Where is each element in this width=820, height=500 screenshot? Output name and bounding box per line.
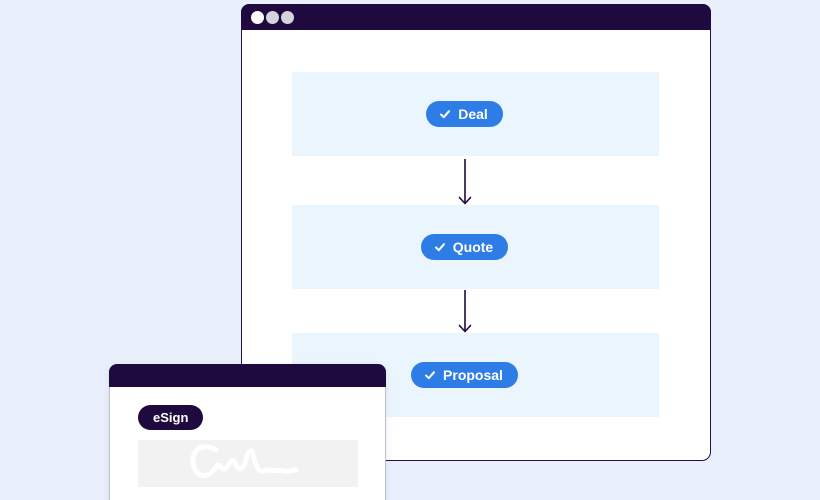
quote-button-label: Quote: [452, 239, 494, 255]
browser-titlebar: [241, 4, 711, 30]
proposal-button[interactable]: Proposal: [411, 362, 518, 388]
arrow-down-icon: [458, 159, 472, 205]
signature-icon: [190, 444, 299, 479]
check-icon: [434, 243, 445, 252]
quote-button[interactable]: Quote: [420, 234, 509, 260]
step-band-deal: Deal: [292, 72, 659, 156]
check-icon: [425, 371, 436, 380]
signature-box[interactable]: [138, 440, 358, 487]
esign-badge[interactable]: eSign: [138, 405, 204, 430]
esign-titlebar: [109, 364, 386, 387]
deal-button[interactable]: Deal: [426, 101, 503, 127]
check-icon: [440, 110, 451, 119]
esign-window: eSign: [109, 364, 386, 500]
step-band-quote: Quote: [292, 205, 659, 289]
deal-button-label: Deal: [458, 106, 488, 122]
proposal-button-label: Proposal: [443, 367, 503, 383]
window-control-dot[interactable]: [266, 10, 279, 24]
window-control-dot[interactable]: [251, 10, 264, 24]
window-control-dot[interactable]: [281, 10, 294, 24]
arrow-down-icon: [458, 290, 472, 333]
